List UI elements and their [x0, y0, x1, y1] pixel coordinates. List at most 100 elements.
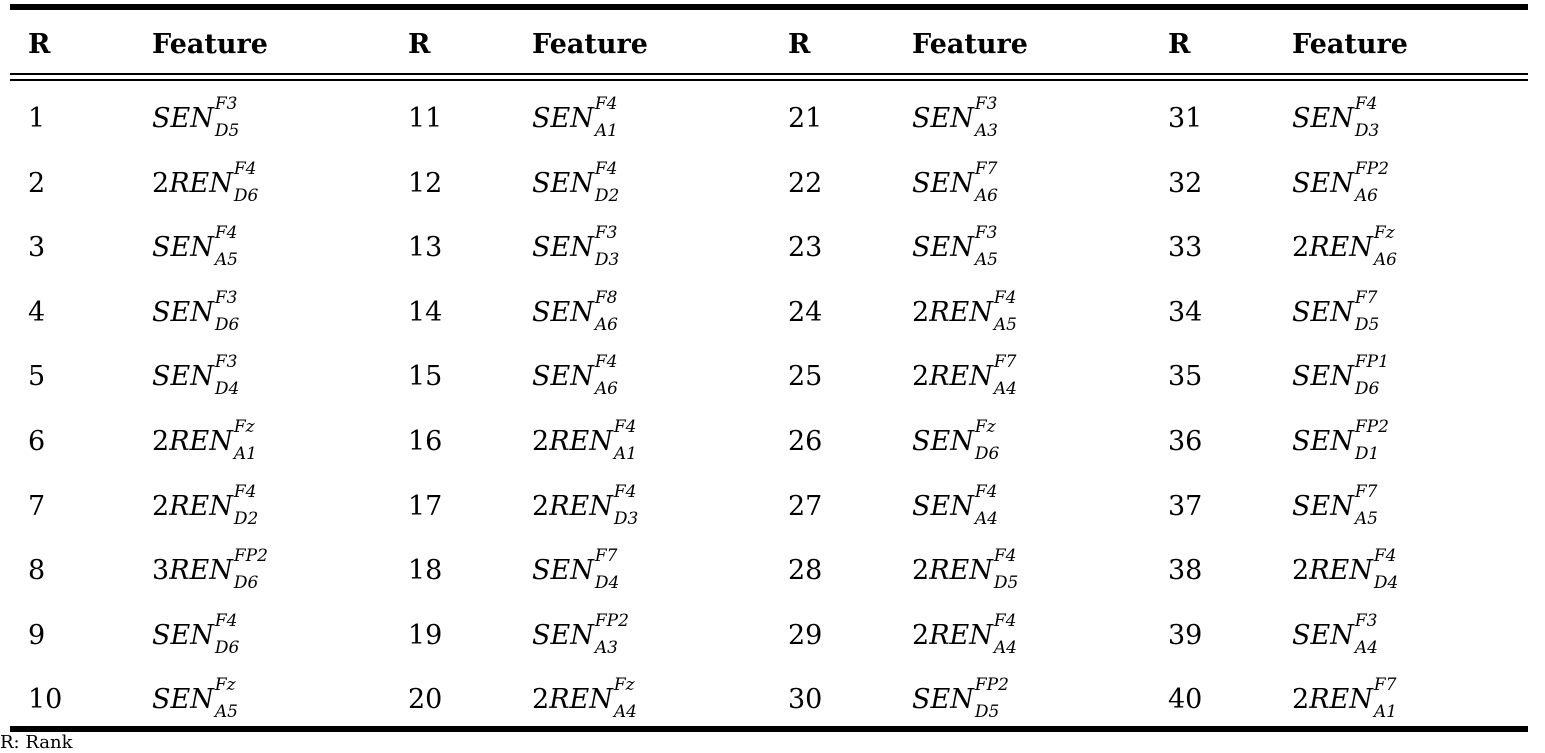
- feature-base: SEN: [152, 297, 214, 328]
- feature-subscript: D6: [233, 572, 259, 593]
- feature-subscript: A6: [1373, 249, 1397, 270]
- feature-base: REN: [549, 426, 613, 457]
- feature-superscript: F4: [993, 287, 1017, 308]
- feature-base: SEN: [152, 620, 214, 651]
- feature-subscript: A1: [613, 443, 637, 464]
- feature-base: REN: [169, 555, 233, 586]
- rank-cell: 19: [408, 620, 443, 651]
- rank-cell: 10: [28, 684, 63, 715]
- feature-superscript: F4: [233, 158, 257, 179]
- feature-subscript: A5: [1354, 508, 1378, 529]
- feature-superscript: Fz: [233, 416, 255, 437]
- rank-cell: 29: [788, 620, 823, 651]
- feature-base: REN: [1309, 555, 1373, 586]
- feature-subscript: D6: [974, 443, 1000, 464]
- feature-superscript: FP2: [974, 674, 1009, 695]
- feature-subscript: A6: [594, 314, 618, 335]
- feature-superscript: F4: [613, 481, 637, 502]
- rank-cell: 9: [28, 620, 46, 651]
- feature-base: SEN: [532, 103, 594, 134]
- rank-cell: 23: [788, 232, 823, 263]
- rank-cell: 13: [408, 232, 443, 263]
- feature-superscript: F4: [1373, 545, 1397, 566]
- feature-base: REN: [169, 168, 233, 199]
- feature-base: SEN: [532, 361, 594, 392]
- feature-base: SEN: [532, 620, 594, 651]
- rank-cell: 15: [408, 361, 443, 392]
- feature-prefix: 2: [912, 361, 930, 392]
- feature-superscript: F4: [993, 545, 1017, 566]
- rank-cell: 8: [28, 555, 46, 586]
- feature-superscript: FP2: [233, 545, 268, 566]
- feature-prefix: 2: [152, 426, 170, 457]
- feature-superscript: FP1: [1354, 351, 1389, 372]
- feature-superscript: F4: [613, 416, 637, 437]
- feature-superscript: F7: [993, 351, 1017, 372]
- feature-base: SEN: [532, 297, 594, 328]
- feature-base: SEN: [1292, 426, 1354, 457]
- feature-superscript: F4: [974, 481, 998, 502]
- feature-subscript: A5: [974, 249, 998, 270]
- feature-superscript: F4: [993, 610, 1017, 631]
- rank-cell: 30: [788, 684, 823, 715]
- feature-superscript: Fz: [613, 674, 635, 695]
- feature-superscript: FP2: [594, 610, 629, 631]
- rank-cell: 3: [28, 232, 46, 263]
- feature-base: SEN: [912, 232, 974, 263]
- feature-subscript: D4: [214, 378, 240, 399]
- feature-superscript: Fz: [1373, 222, 1395, 243]
- feature-subscript: D5: [993, 572, 1019, 593]
- rank-cell: 6: [28, 426, 46, 457]
- feature-base: SEN: [1292, 491, 1354, 522]
- feature-superscript: FP2: [1354, 158, 1389, 179]
- feature-base: SEN: [912, 426, 974, 457]
- feature-subscript: A1: [1373, 701, 1397, 722]
- feature-prefix: 2: [532, 491, 550, 522]
- feature-base: REN: [549, 684, 613, 715]
- feature-superscript: F7: [1354, 481, 1378, 502]
- rank-cell: 17: [408, 491, 443, 522]
- feature-base: SEN: [152, 684, 214, 715]
- feature-base: REN: [1309, 684, 1373, 715]
- feature-superscript: F3: [1354, 610, 1378, 631]
- feature-base: SEN: [532, 232, 594, 263]
- feature-prefix: 2: [152, 491, 170, 522]
- feature-subscript: A4: [974, 508, 998, 529]
- feature-subscript: A1: [594, 120, 618, 141]
